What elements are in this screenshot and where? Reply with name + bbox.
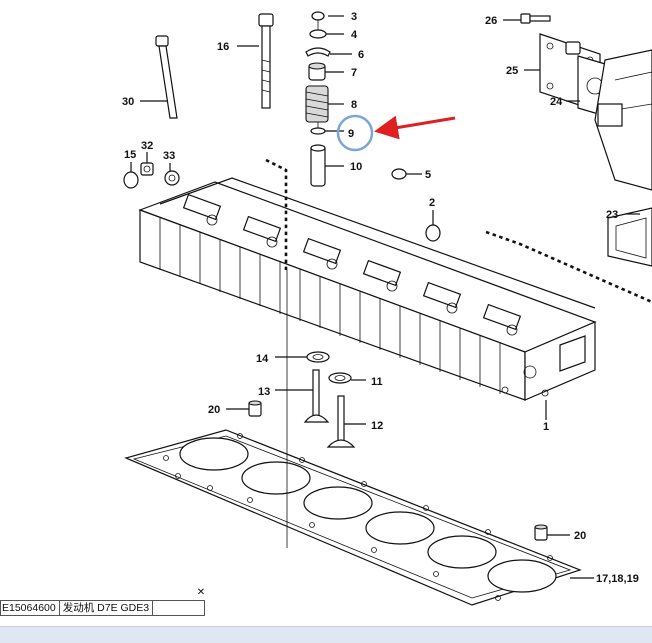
bolt-26 [520,13,551,24]
gasket-holes [163,433,553,601]
head-bolt-long [258,13,274,109]
callout-5: 5 [425,169,431,181]
callout-labels: 3 4 6 7 8 9 10 5 2 1 11 12 13 14 16 30 3… [122,11,639,585]
callout-8: 8 [351,99,357,111]
manifold-housing [594,49,652,191]
callout-16: 16 [217,41,229,53]
cap-5 [391,168,407,180]
callout-14: 14 [256,353,269,365]
dowel-20-right [534,524,548,541]
part-description: 发动机 D7E GDE3 [60,601,154,615]
valve-cotter-3 [311,11,325,21]
callout-15: 15 [124,149,136,161]
o-ring-9 [310,127,326,135]
bolt-30 [155,35,178,119]
callout-30: 30 [122,96,134,108]
callout-4: 4 [351,29,358,41]
callout-26: 26 [485,15,497,27]
plug-32 [140,162,154,176]
spring-seat-7 [308,62,326,81]
part-info-empty-cell [153,601,204,615]
head-gasket [124,429,582,606]
bottom-scroll-bar [0,626,652,643]
callout-13: 13 [258,386,270,398]
callout-1: 1 [543,421,549,433]
callout-11: 11 [371,376,383,388]
washer-33 [164,170,180,186]
callout-6: 6 [358,49,364,61]
valve-guide-10 [310,144,326,187]
valve-seat-11 [328,372,352,384]
callout-9: 9 [348,128,354,140]
callout-20-left: 20 [208,404,220,416]
valve-retainer-6 [305,47,331,57]
callout-24: 24 [550,96,563,108]
callout-12: 12 [371,420,383,432]
hidden-edge-right [485,230,652,304]
callout-23: 23 [606,209,618,221]
dowel-20-left [248,400,262,417]
callout-3: 3 [351,11,357,23]
valve-13 [303,369,330,423]
highlight-circle-part-9 [336,114,374,152]
valve-spring-8 [305,85,329,123]
cylinder-head [138,177,597,401]
valve-12 [326,395,356,448]
highlight-arrow [374,115,456,140]
callout-25: 25 [506,65,518,77]
gasket-23 [607,207,652,267]
callout-10: 10 [350,161,362,173]
callout-20-right: 20 [574,530,586,542]
callout-33: 33 [163,150,175,162]
plug-15 [123,171,139,189]
callout-2: 2 [429,197,435,209]
plug-2 [425,224,441,242]
valve-seal-14 [306,351,330,363]
part-code: E15064600 [1,601,60,615]
callout-32: 32 [141,140,153,152]
callout-17-18-19: 17,18,19 [596,573,639,585]
head-front-ribs [159,218,501,394]
valve-lock-4 [309,29,327,39]
part-info-row: E15064600 发动机 D7E GDE3 [0,600,205,616]
head-valve-bridges [182,193,522,336]
callout-7: 7 [351,67,357,79]
hidden-edge-left [265,158,288,270]
close-icon[interactable]: ✕ [196,587,206,598]
leader-lines [130,15,640,579]
